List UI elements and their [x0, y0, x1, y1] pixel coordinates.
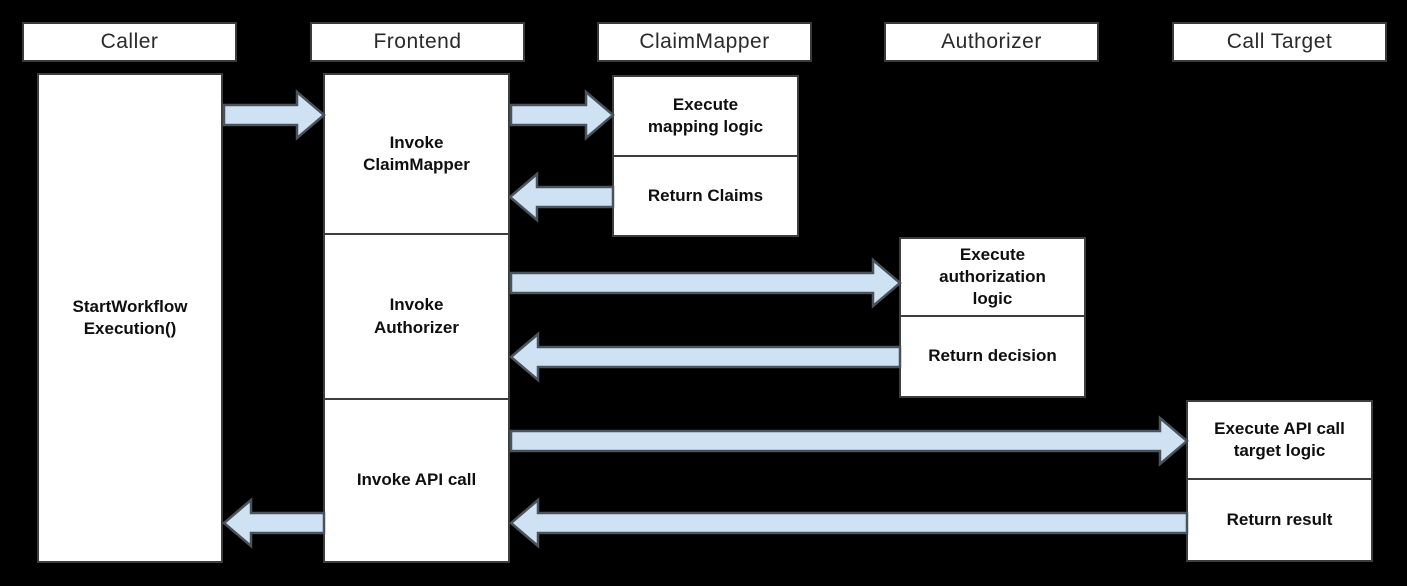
calltarget-step-return-result: Return result [1186, 478, 1373, 562]
lifeline-header-call-target: Call Target [1172, 22, 1387, 62]
arrow-frontend-to-calltarget [509, 415, 1189, 467]
arrow-frontend-to-caller [222, 497, 326, 549]
claimmapper-step-execute-mapping-logic: Execute mapping logic [612, 75, 799, 157]
arrow-caller-to-frontend [222, 89, 326, 141]
frontend-step-invoke-authorizer: Invoke Authorizer [323, 233, 510, 400]
calltarget-step-execute-api-call-target-logic: Execute API call target logic [1186, 400, 1373, 480]
arrow-authorizer-to-frontend [509, 331, 902, 383]
caller-activation-startworkflowexecution: StartWorkflow Execution() [37, 73, 223, 563]
frontend-step-invoke-api-call: Invoke API call [323, 398, 510, 563]
arrow-frontend-to-authorizer [509, 257, 902, 309]
frontend-step-invoke-claimmapper: Invoke ClaimMapper [323, 73, 510, 235]
arrow-frontend-to-claimmapper [509, 89, 615, 141]
authorizer-step-execute-authorization-logic: Execute authorization logic [899, 237, 1086, 317]
claimmapper-step-return-claims: Return Claims [612, 155, 799, 237]
authorizer-step-return-decision: Return decision [899, 315, 1086, 398]
lifeline-header-claimmapper: ClaimMapper [597, 22, 812, 62]
lifeline-header-frontend: Frontend [310, 22, 525, 62]
lifeline-header-caller: Caller [22, 22, 237, 62]
arrow-claimmapper-to-frontend [508, 171, 615, 223]
arrow-calltarget-to-frontend [509, 497, 1189, 549]
lifeline-header-authorizer: Authorizer [884, 22, 1099, 62]
